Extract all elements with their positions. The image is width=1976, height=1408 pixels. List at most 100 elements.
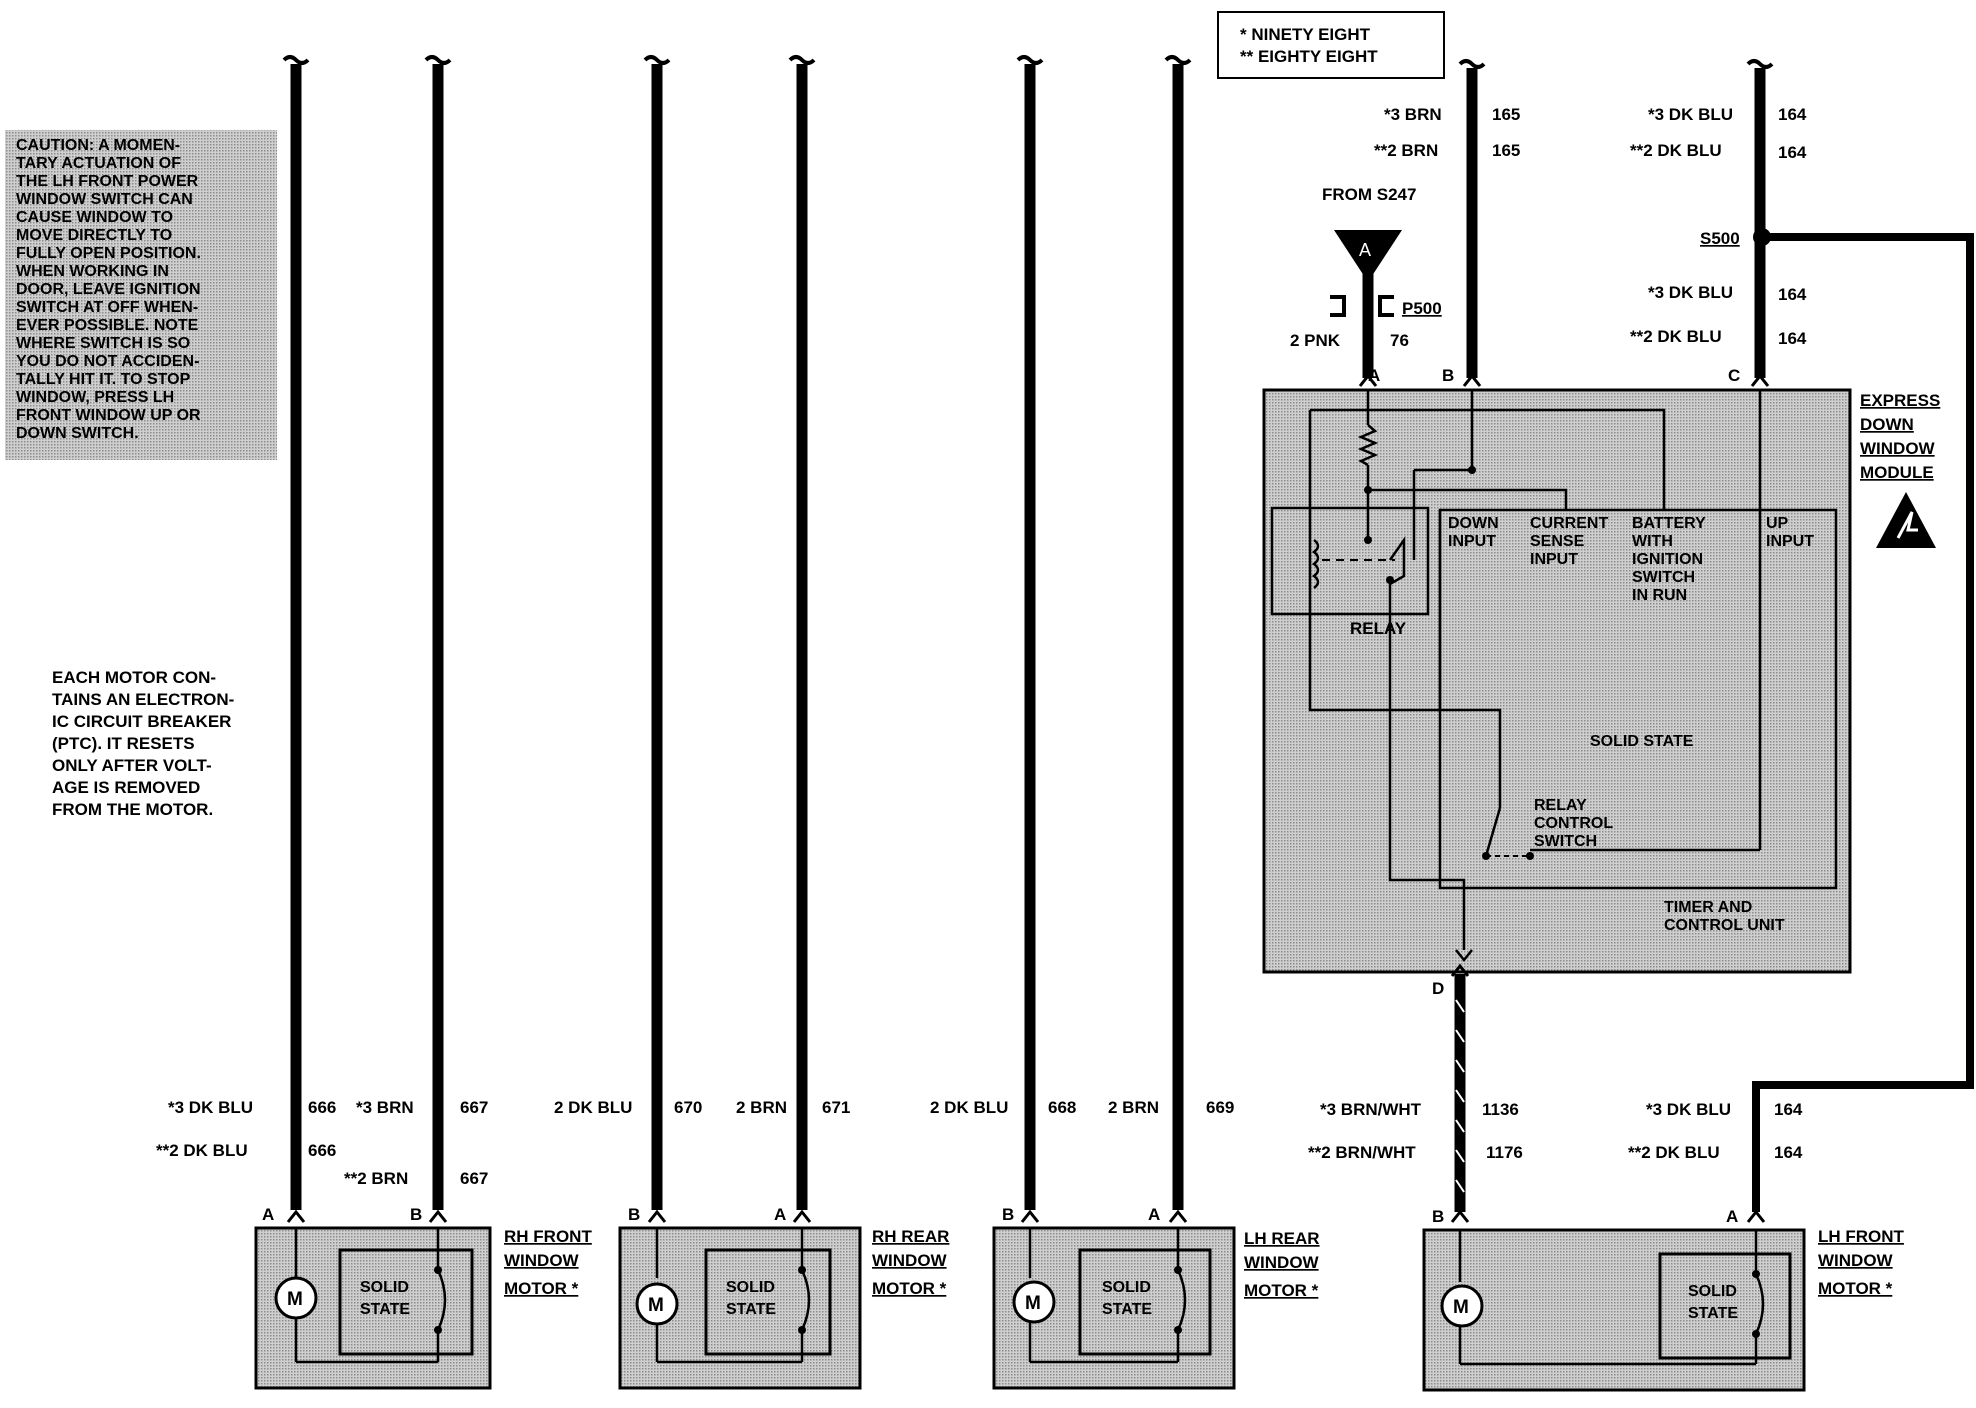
caution-line: FRONT WINDOW UP OR [16,407,201,424]
rh-rear-label-line: RH REAR [872,1227,949,1246]
current-sense-line: SENSE [1530,533,1585,550]
rhr-b-circuit: 670 [674,1098,702,1117]
module-pin-c: C [1728,366,1740,385]
motor-m-symbol: M [1025,1293,1041,1314]
wire-d-to-lh-front [1450,963,1470,1212]
lhf-a-88-circuit: 164 [1774,1143,1803,1162]
motor-m-symbol: M [1453,1297,1469,1318]
timer-line: TIMER AND [1664,899,1752,916]
rhf-b-88-label: **2 BRN [344,1169,408,1188]
legend-eighty-eight: ** EIGHTY EIGHT [1240,47,1378,66]
s500-dkblu-88-circuit: 164 [1778,329,1807,348]
lhr-a-label: 2 BRN [1108,1098,1159,1117]
pnk-circuit-label: 76 [1390,331,1409,350]
module-pin-d: D [1432,979,1444,998]
from-s247-label: FROM S247 [1322,185,1416,204]
p500-label: P500 [1402,299,1442,318]
lh-rear-window-motor: M SOLID STATE B A [992,1205,1236,1390]
dkblu-98-circuit: 164 [1778,105,1807,124]
pin-b: B [628,1205,640,1224]
lhr-b-circuit: 668 [1048,1098,1076,1117]
timer-line: CONTROL UNIT [1664,917,1785,934]
rh-front-label-line: WINDOW [504,1251,580,1270]
module-name-line: DOWN [1860,415,1914,434]
rh-front-label-line: RH FRONT [504,1227,592,1246]
caution-line: WINDOW, PRESS LH [16,389,174,406]
caution-line: EVER POSSIBLE. NOTE [16,317,199,334]
express-down-module: A B C D R [1262,366,1852,998]
module-name-line: MODULE [1860,463,1934,482]
esd-warning-icon [1876,492,1936,548]
rhf-a-98-label: *3 DK BLU [168,1098,253,1117]
module-pin-a: A [1368,366,1380,385]
relay-control-line: SWITCH [1534,833,1597,850]
s500-dkblu-98-label: *3 DK BLU [1648,283,1733,302]
module-solid-state: SOLID STATE [1590,733,1694,750]
battery-line: SWITCH [1632,569,1695,586]
motor-note-line: FROM THE MOTOR. [52,800,213,819]
motor-m-symbol: M [287,1289,303,1310]
wire-164-top [1746,59,1774,387]
caution-line: TARY ACTUATION OF [16,155,181,172]
lh-rear-label-line: LH REAR [1244,1229,1320,1248]
module-name-line: EXPRESS [1860,391,1940,410]
relay-control-line: CONTROL [1534,815,1613,832]
up-input-line: INPUT [1766,533,1814,550]
motor-note: EACH MOTOR CON- TAINS AN ELECTRON- IC CI… [52,668,234,819]
lhf-b-88-label: **2 BRN/WHT [1308,1143,1416,1162]
lh-front-window-motor: M SOLID STATE B A [1422,1207,1806,1392]
brn-88-circuit: 165 [1492,141,1520,160]
current-sense-line: CURRENT [1530,515,1608,532]
s500-dkblu-98-circuit: 164 [1778,285,1807,304]
brn-98-circuit: 165 [1492,105,1520,124]
dkblu-88-label: **2 DK BLU [1630,141,1722,160]
lhf-a-88-label: **2 DK BLU [1628,1143,1720,1162]
wire-165 [1458,59,1486,387]
rh-rear-label-line: WINDOW [872,1251,948,1270]
lhf-a-98-circuit: 164 [1774,1100,1803,1119]
s500-splice [1752,228,1974,1212]
caution-line: DOOR, LEAVE IGNITION [16,281,201,298]
lh-rear-label-line: WINDOW [1244,1253,1320,1272]
lhf-a-98-label: *3 DK BLU [1646,1100,1731,1119]
pin-a: A [774,1205,786,1224]
pin-a: A [262,1205,274,1224]
pin-a: A [1148,1205,1160,1224]
battery-line: IGNITION [1632,551,1703,568]
motor-note-line: TAINS AN ELECTRON- [52,690,234,709]
caution-line: TALLY HIT IT. TO STOP [16,371,191,388]
lhf-b-98-label: *3 BRN/WHT [1320,1100,1422,1119]
motor-note-line: ONLY AFTER VOLT- [52,756,212,775]
pin-a: A [1726,1207,1738,1226]
wire-lhr-a [1164,55,1192,1210]
brn-88-label: **2 BRN [1374,141,1438,160]
lhf-b-88-circuit: 1176 [1486,1143,1523,1162]
caution-line: WHERE SWITCH IS SO [16,335,190,352]
caution-line: FULLY OPEN POSITION. [16,245,201,262]
rh-front-label-line: MOTOR * [504,1279,579,1298]
current-sense-line: INPUT [1530,551,1578,568]
solid-state-line: SOLID [1102,1279,1151,1296]
motor-note-line: (PTC). IT RESETS [52,734,195,753]
motor-note-line: AGE IS REMOVED [52,778,200,797]
battery-line: WITH [1632,533,1673,550]
dkblu-98-label: *3 DK BLU [1648,105,1733,124]
down-input-line: DOWN [1448,515,1499,532]
solid-state-line: STATE [1102,1301,1152,1318]
lhf-b-98-circuit: 1136 [1482,1100,1519,1119]
pin-b: B [410,1205,422,1224]
module-pin-b: B [1442,366,1454,385]
wire-lhr-b [1016,55,1044,1210]
rh-front-window-motor: M SOLID STATE A B [254,1205,492,1390]
legend-ninety-eight: * NINETY EIGHT [1240,25,1371,44]
rhf-a-88-circuit: 666 [308,1141,336,1160]
lh-rear-label-line: MOTOR * [1244,1281,1319,1300]
caution-line: YOU DO NOT ACCIDEN- [16,353,199,370]
s500-dkblu-88-label: **2 DK BLU [1630,327,1722,346]
rhr-a-label: 2 BRN [736,1098,787,1117]
rhf-b-98-circuit: 667 [460,1098,488,1117]
brn-98-label: *3 BRN [1384,105,1442,124]
s500-label: S500 [1700,229,1740,248]
solid-state-line: STATE [360,1301,410,1318]
